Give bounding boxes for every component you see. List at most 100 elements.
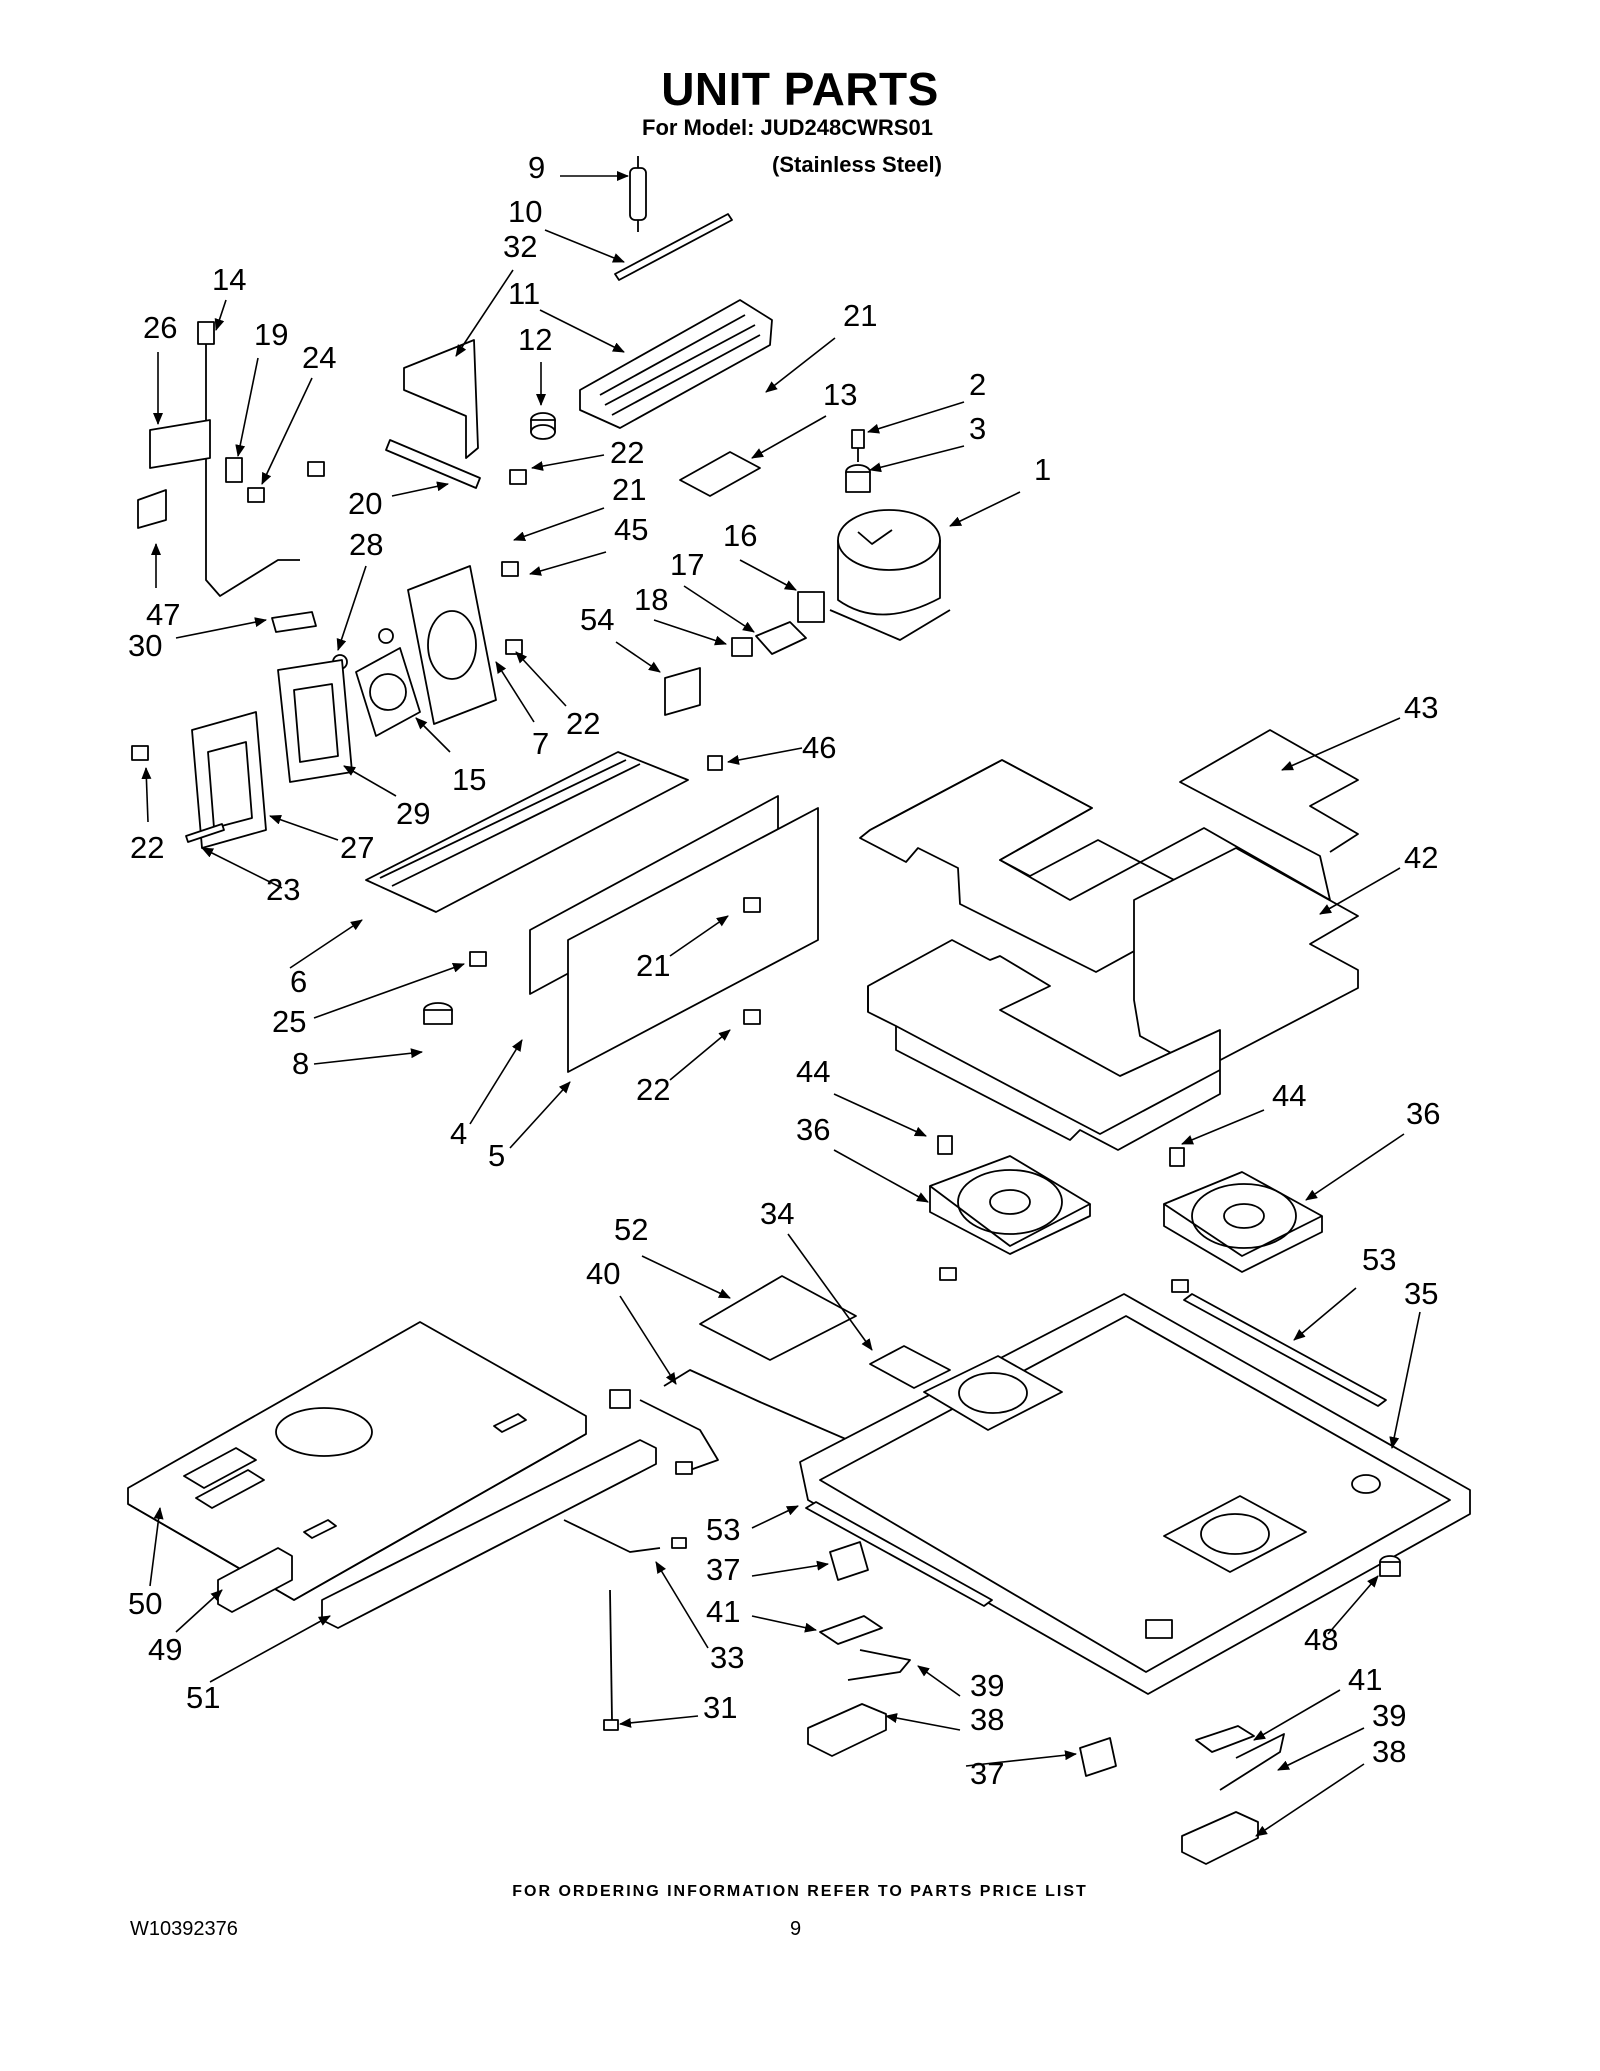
foot-part: [423, 1002, 453, 1025]
leader-line-4: [469, 1039, 523, 1125]
callout-1: 1: [1034, 452, 1051, 487]
leader-line-50: [149, 1507, 164, 1587]
callout-53: 53: [1362, 1242, 1396, 1277]
callout-45: 45: [614, 512, 648, 547]
screw-part: [851, 429, 865, 462]
heater-41b-part: [1195, 1725, 1255, 1753]
callout-22: 22: [610, 435, 644, 470]
clip-part: [225, 457, 243, 483]
panel-50-hole: [275, 1407, 373, 1457]
fan-36-right-part: [1163, 1171, 1323, 1273]
leader-line-23: [201, 847, 283, 889]
callout-46: 46: [802, 730, 836, 765]
leader-line-24: [261, 377, 313, 485]
panel-49-part: [217, 1547, 293, 1613]
callout-39: 39: [970, 1668, 1004, 1703]
callout-49: 49: [148, 1632, 182, 1667]
callout-5: 5: [488, 1138, 505, 1173]
label-52-part: [699, 1275, 857, 1361]
wire-31-part: [609, 1589, 613, 1721]
leader-line-42: [1319, 867, 1401, 915]
panel-50-part: [127, 1321, 587, 1601]
callout-3: 3: [969, 411, 986, 446]
callout-23: 23: [266, 872, 300, 907]
callout-40: 40: [586, 1256, 620, 1291]
shroud-part: [277, 659, 353, 783]
fan-36-left-part: [929, 1155, 1091, 1255]
callout-25: 25: [272, 1004, 306, 1039]
leader-line-54: [615, 641, 661, 673]
leader-line-52: [641, 1255, 731, 1299]
power-cord-part: [205, 340, 300, 597]
drier-part: [629, 156, 647, 232]
callout-22: 22: [130, 830, 164, 865]
callout-53: 53: [706, 1512, 740, 1547]
callout-41: 41: [1348, 1662, 1382, 1697]
insulation-pad-part: [271, 611, 317, 633]
leader-line-20: [391, 481, 449, 497]
leader-line-15: [415, 717, 451, 753]
callout-50: 50: [128, 1586, 162, 1621]
leader-line-48: [1327, 1575, 1379, 1635]
leader-line-8: [313, 1048, 423, 1065]
heater-41-part: [819, 1615, 883, 1645]
callout-20: 20: [348, 486, 382, 521]
callout-47: 47: [146, 597, 180, 632]
callout-13: 13: [823, 377, 857, 412]
leader-line-49: [175, 1589, 223, 1633]
leader-line-27: [269, 814, 339, 841]
callout-11: 11: [508, 276, 540, 311]
condenser-fan-part: [355, 647, 421, 737]
callout-2: 2: [969, 367, 986, 402]
leader-line-25: [313, 963, 465, 1019]
leader-line-45: [529, 551, 607, 576]
leader-line-28: [336, 565, 367, 651]
leader-line-36: [1305, 1133, 1405, 1201]
callout-30: 30: [128, 628, 162, 663]
callout-7: 7: [532, 726, 549, 761]
leader-line-22: [141, 767, 152, 823]
leader-line-2: [867, 401, 965, 434]
callout-35: 35: [1404, 1276, 1438, 1311]
leader-line-10: [544, 229, 625, 263]
callout-34: 34: [760, 1196, 794, 1231]
insulation-42-part: [1133, 847, 1359, 1079]
callout-14: 14: [212, 262, 246, 297]
callout-21: 21: [636, 948, 670, 983]
leader-line-53: [751, 1505, 799, 1529]
pad-part: [679, 451, 761, 497]
leader-line-32: [455, 269, 514, 357]
callout-28: 28: [349, 527, 383, 562]
leader-line-1: [949, 491, 1021, 527]
callout-18: 18: [634, 582, 668, 617]
leader-line-41: [751, 1615, 817, 1633]
overload-part: [755, 621, 807, 655]
callout-22: 22: [566, 706, 600, 741]
callout-42: 42: [1404, 840, 1438, 875]
holder-part: [137, 489, 167, 529]
leader-line-21: [669, 915, 729, 957]
leader-line-33: [655, 1561, 709, 1649]
leader-line-18: [653, 619, 727, 646]
leader-line-35: [1389, 1311, 1421, 1449]
tube-part: [614, 213, 733, 281]
page-number: 9: [790, 1918, 802, 1940]
callout-39: 39: [1372, 1698, 1406, 1733]
insulation-44-part: [867, 939, 1221, 1151]
sensor-wire-part: [563, 1519, 661, 1553]
leader-line-7: [495, 661, 535, 723]
leader-line-21: [513, 507, 605, 542]
leader-line-43: [1281, 717, 1401, 771]
callout-31: 31: [703, 1690, 737, 1725]
screws-part: [247, 461, 325, 503]
housing-38b-part: [1181, 1811, 1259, 1865]
leader-line-17: [683, 585, 755, 633]
callout-37: 37: [706, 1552, 740, 1587]
leader-line-22: [515, 651, 567, 707]
housing-38-part: [807, 1703, 887, 1757]
fan-shroud-part: [191, 711, 267, 849]
callout-16: 16: [723, 518, 757, 553]
pan-fan-grille-2: [1163, 1495, 1307, 1573]
leader-line-44: [1181, 1109, 1265, 1145]
leader-line-51: [209, 1615, 331, 1683]
